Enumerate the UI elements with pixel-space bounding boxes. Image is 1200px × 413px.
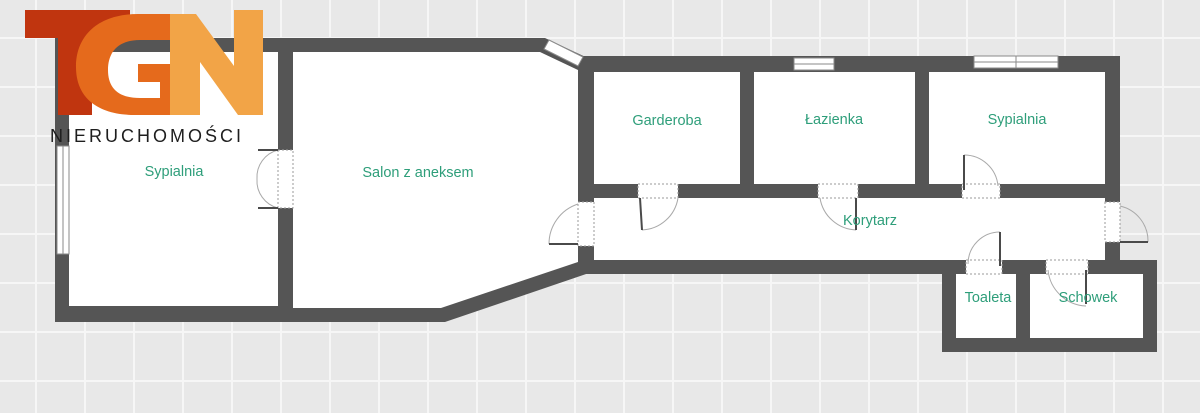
logo-letter-n	[170, 10, 263, 115]
room-label-salon: Salon z aneksem	[362, 165, 473, 181]
door-frame-korytarz-right	[1104, 201, 1121, 243]
floor-toaleta	[956, 274, 1016, 338]
floor-lazienka	[754, 72, 915, 184]
doors	[256, 149, 1149, 307]
door-frame-bedroom-salon	[277, 149, 294, 209]
room-labels: Sypialnia Salon z aneksem Garderoba Łazi…	[145, 112, 1119, 306]
room-label-sypialnia-2: Sypialnia	[988, 112, 1048, 128]
floor-garderoba	[594, 72, 740, 184]
room-label-schowek: Schowek	[1059, 290, 1119, 306]
room-label-sypialnia-1: Sypialnia	[145, 164, 205, 180]
room-label-toaleta: Toaleta	[965, 290, 1013, 306]
door-frame-garderoba	[637, 183, 679, 199]
room-label-korytarz: Korytarz	[843, 213, 897, 229]
floor-sypialnia-2	[929, 72, 1105, 184]
floor-salon	[293, 52, 578, 308]
room-label-garderoba: Garderoba	[632, 113, 702, 129]
door-frame-sypialnia-2	[961, 183, 1001, 199]
windows	[56, 39, 1059, 255]
door-frame-schowek	[1045, 259, 1089, 275]
logo-tagline: NIERUCHOMOŚCI	[50, 125, 244, 146]
door-frame-salon-korytarz	[577, 201, 595, 247]
brand-logo: NIERUCHOMOŚCI	[25, 10, 263, 146]
window-salon-corner	[543, 39, 584, 67]
logo-letter-g	[76, 14, 190, 115]
door-frame-toaleta	[965, 259, 1003, 275]
door-frame-lazienka	[817, 183, 859, 199]
room-label-lazienka: Łazienka	[805, 112, 864, 128]
